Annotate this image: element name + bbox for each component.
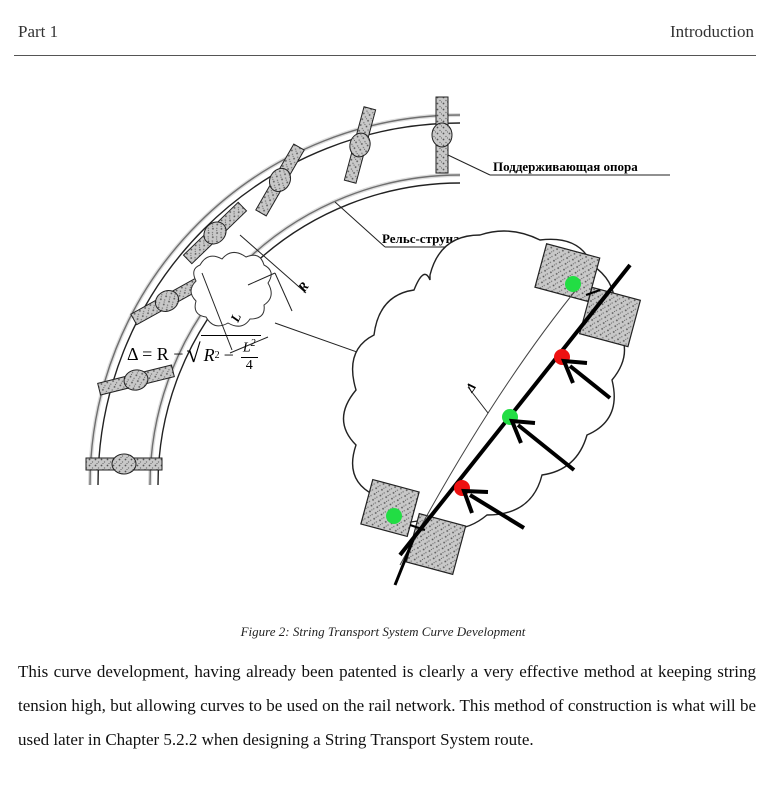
support-leader-line (447, 154, 491, 176)
figure-caption: Figure 2: String Transport System Curve … (240, 624, 526, 639)
formula-exp: 2 (214, 350, 220, 362)
sqrt-icon: √ (186, 339, 201, 369)
force-arrows (461, 358, 612, 530)
formula-L-exp: 2 (250, 338, 256, 349)
dimension-L (201, 272, 293, 354)
formula-denominator: 4 (245, 357, 253, 373)
label-support: Поддерживающая опора (493, 159, 638, 174)
green-dot (565, 276, 581, 292)
figure-curve-development: L R Поддерживающая опора Рельс-струна (70, 95, 670, 615)
formula-L: L (242, 340, 251, 356)
label-rail: Рельс-струна (382, 231, 460, 246)
label-R: R (294, 279, 312, 296)
rail-leader-line (334, 201, 386, 248)
header-section: Introduction (669, 22, 754, 41)
detail-cloud-small (190, 252, 272, 327)
formula-R: R (203, 345, 215, 366)
chord-rail-segment (398, 263, 632, 557)
formula-lhs: Δ = R − (127, 343, 184, 364)
body-paragraph: This curve development, having already b… (18, 662, 756, 749)
red-dot (454, 480, 470, 496)
detail-cloud-large: Δ (342, 230, 642, 586)
formula-fraction: L2 4 (240, 338, 258, 374)
curve-diagram: L R Поддерживающая опора Рельс-струна (85, 96, 670, 586)
page-header: Part 1 Introduction (18, 20, 754, 44)
formula-minus: − (223, 345, 234, 366)
header-part: Part 1 (18, 22, 59, 41)
header-divider (14, 55, 756, 56)
support-posts (85, 96, 453, 475)
dimension-R-line (239, 234, 307, 294)
green-dot (386, 508, 402, 524)
outer-rail (88, 113, 461, 486)
